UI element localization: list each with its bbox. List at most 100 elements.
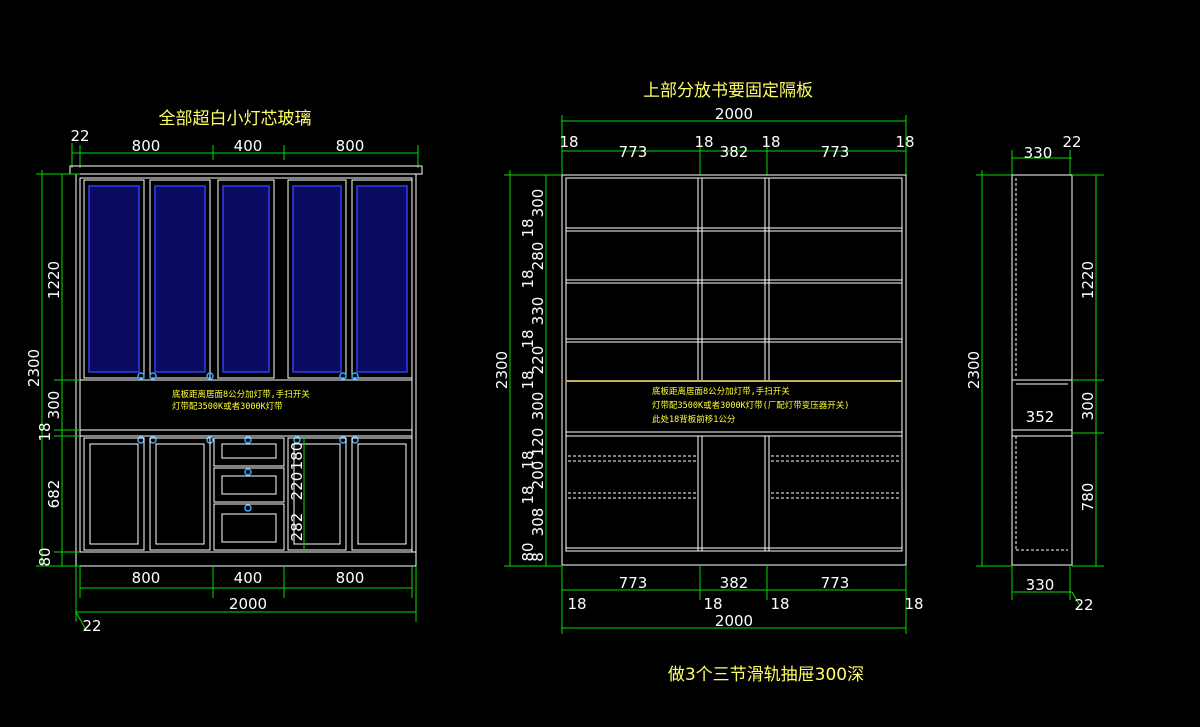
middle-note-line2: 灯带配3500K或者3000K灯带(厂配灯带变压器开关) — [652, 400, 849, 411]
glass-door — [351, 179, 413, 379]
middle-top-dim-382: 382 — [720, 143, 749, 161]
knob-icon — [351, 372, 359, 380]
front-inner-dim-220: 220 — [288, 472, 306, 501]
front-view: 全部超白小灯芯玻璃 22 800 400 800 — [25, 109, 423, 635]
middle-left-dim-200: 200 — [529, 461, 547, 490]
middle-view: 上部分放书要固定隔板 2000 18 773 18 382 18 773 18 … — [493, 81, 924, 634]
middle-bottom-dim-773b: 773 — [821, 574, 850, 592]
middle-note-line1: 底板距离居面8公分加灯带,手扫开关 — [652, 386, 790, 397]
side-view: 330 22 352 2300 1220 300 780 330 22 — [965, 133, 1104, 614]
front-note-line2: 灯带配3500K或者3000K灯带 — [172, 401, 283, 412]
lower-door-panel — [293, 443, 341, 545]
drawer-panel — [221, 513, 277, 543]
front-top-dim-800b: 800 — [336, 137, 365, 155]
middle-bottom-dim-18d: 18 — [904, 595, 923, 613]
lower-door — [287, 437, 347, 551]
middle-top-dim-2000: 2000 — [715, 105, 753, 123]
side-right-dim-1220: 1220 — [1079, 261, 1097, 299]
middle-bottom-dim-18a: 18 — [567, 595, 586, 613]
lower-door — [83, 437, 145, 551]
glass-panel — [292, 185, 342, 373]
front-bottom-dim-2000: 2000 — [229, 595, 267, 613]
middle-left-dim-280: 280 — [529, 242, 547, 271]
knob-icon — [244, 504, 252, 512]
front-bottom-dim-800b: 800 — [336, 569, 365, 587]
middle-left-dim-120: 120 — [529, 428, 547, 457]
lower-door-panel — [155, 443, 205, 545]
front-top-dim-22: 22 — [70, 127, 89, 145]
middle-left-dim-220: 220 — [529, 346, 547, 375]
front-left-dim-2300: 2300 — [25, 349, 43, 387]
side-bottom-dim-22: 22 — [1074, 596, 1093, 614]
middle-left-dim-8: 8 — [529, 552, 547, 562]
side-inner-dim-352: 352 — [1026, 408, 1055, 426]
front-left-dim-80: 80 — [36, 547, 54, 566]
middle-top-dim-773b: 773 — [821, 143, 850, 161]
front-bottom-dim-400: 400 — [234, 569, 263, 587]
middle-left-dim-330: 330 — [529, 297, 547, 326]
middle-bottom-dim-2000: 2000 — [715, 612, 753, 630]
middle-note-line3: 此处18背板前移1公分 — [652, 414, 736, 425]
front-top-dim-400: 400 — [234, 137, 263, 155]
lower-door-panel — [357, 443, 407, 545]
front-lower-doors — [83, 437, 413, 551]
knob-icon — [206, 372, 214, 380]
middle-left-dim-308: 308 — [529, 508, 547, 537]
middle-left-dim-18a: 18 — [519, 218, 537, 237]
side-top-dim-22: 22 — [1062, 133, 1081, 151]
front-bottom-dim-22: 22 — [82, 617, 101, 635]
side-bottom-dim-330: 330 — [1026, 576, 1055, 594]
front-left-dim-300: 300 — [45, 391, 63, 420]
front-shelf — [79, 429, 413, 437]
knob-icon — [293, 436, 301, 444]
drawer-panel — [221, 475, 277, 495]
side-top-dim-330: 330 — [1024, 144, 1053, 162]
middle-top-dim-18c: 18 — [761, 133, 780, 151]
drawer-panel — [221, 443, 277, 459]
side-right-dim-780: 780 — [1079, 483, 1097, 512]
middle-cabinet-outline — [561, 174, 907, 566]
middle-bottom-dim-18c: 18 — [770, 595, 789, 613]
front-glass-doors — [83, 179, 413, 379]
side-left-dim-2300: 2300 — [965, 351, 983, 389]
middle-cabinet-inner — [565, 177, 903, 552]
side-bottom-leader — [1071, 591, 1081, 607]
lower-door — [351, 437, 413, 551]
middle-left-dim-2300: 2300 — [493, 351, 511, 389]
glass-door — [149, 179, 211, 379]
middle-left-dim-18e: 18 — [519, 450, 537, 469]
glass-door — [83, 179, 145, 379]
middle-top-dim-773a: 773 — [619, 143, 648, 161]
side-right-dim-300: 300 — [1079, 392, 1097, 421]
middle-top-dim-18a: 18 — [559, 133, 578, 151]
middle-bottom-dim-18b: 18 — [703, 595, 722, 613]
knob-icon — [137, 372, 145, 380]
front-bottom-leader — [75, 611, 87, 631]
middle-left-dim-80: 80 — [519, 542, 537, 561]
glass-panel — [154, 185, 206, 373]
middle-left-dim-18c: 18 — [519, 329, 537, 348]
middle-left-dim-18f: 18 — [519, 485, 537, 504]
middle-left-dim-300b: 300 — [529, 392, 547, 421]
knob-icon — [339, 372, 347, 380]
front-inner-dim-282: 282 — [288, 513, 306, 542]
middle-bottom-dim-382: 382 — [720, 574, 749, 592]
knob-icon — [244, 436, 252, 444]
middle-left-dim-18b: 18 — [519, 269, 537, 288]
front-top-dim-800a: 800 — [132, 137, 161, 155]
knob-icon — [149, 372, 157, 380]
glass-door — [287, 179, 347, 379]
glass-panel — [222, 185, 270, 373]
drawer-front — [213, 503, 285, 551]
glass-door — [217, 179, 275, 379]
front-bottom-dim-800a: 800 — [132, 569, 161, 587]
side-cabinet-outline — [1011, 174, 1073, 566]
front-left-dim-682: 682 — [45, 480, 63, 509]
drawer-front — [213, 437, 285, 467]
middle-top-dim-18b: 18 — [694, 133, 713, 151]
front-base — [75, 551, 417, 567]
middle-bottom-dim-773a: 773 — [619, 574, 648, 592]
middle-view-title: 上部分放书要固定隔板 — [643, 81, 813, 101]
lower-door — [149, 437, 211, 551]
front-note-line1: 底板距离居面8公分加灯带,手扫开关 — [172, 389, 310, 400]
